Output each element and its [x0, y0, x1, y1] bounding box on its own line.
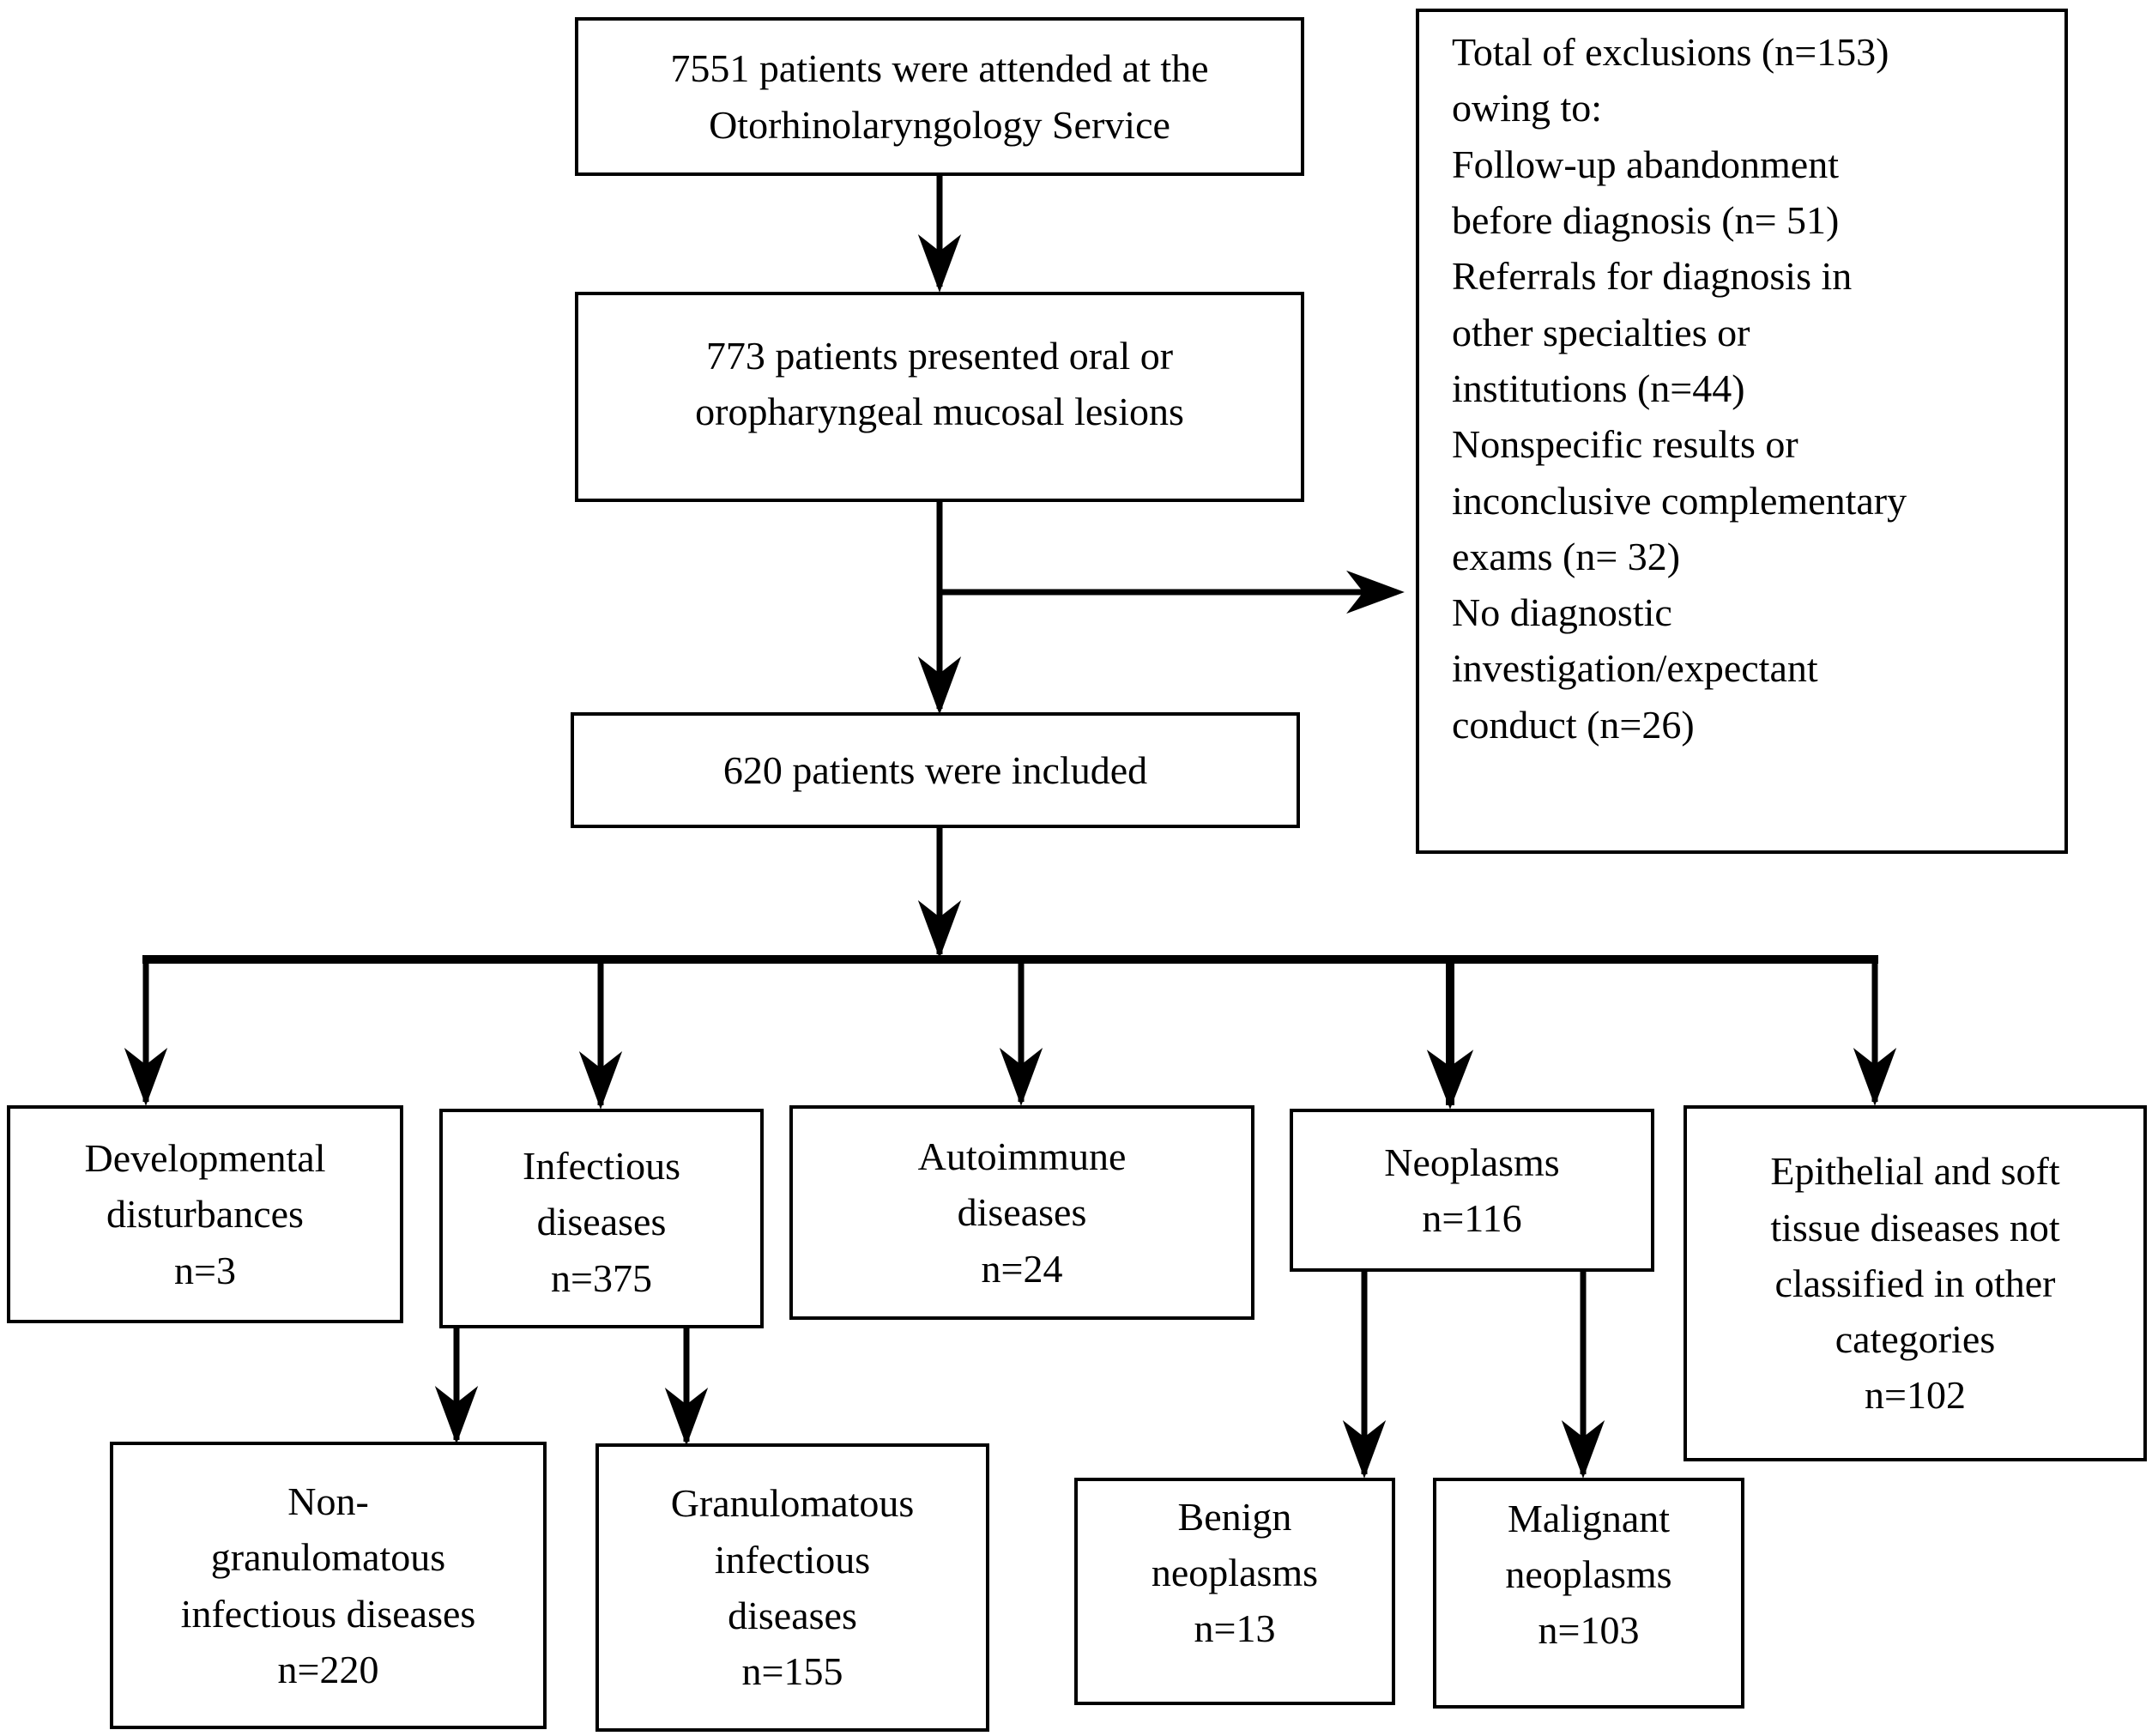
arrow-branch-to-exclusions-head [1346, 570, 1405, 614]
box-included: 620 patients were included [571, 712, 1300, 828]
arrow-to-infectious-head [578, 1051, 623, 1110]
arrow-to-granulomatous-head [664, 1388, 709, 1446]
box-non-granulomatous: Non- granulomatous infectious diseases n… [110, 1442, 547, 1729]
box-attended: 7551 patients were attended at the Otorh… [575, 17, 1304, 176]
arrow-to-non-granulomatous-head [434, 1386, 479, 1444]
arrow-to-malignant-head [1561, 1420, 1605, 1479]
arrow-included-to-distribution-head [917, 900, 962, 959]
box-epithelial: Epithelial and soft tissue diseases not … [1684, 1105, 2147, 1461]
box-developmental: Developmental disturbances n=3 [7, 1105, 403, 1323]
arrow-lesions-to-included-head [917, 656, 962, 715]
arrow-to-epithelial-head [1853, 1048, 1897, 1106]
box-infectious: Infectious diseases n=375 [439, 1109, 764, 1328]
box-lesions: 773 patients presented oral or oropharyn… [575, 292, 1304, 502]
arrow-to-developmental-head [124, 1048, 168, 1106]
box-exclusions: Total of exclusions (n=153) owing to: Fo… [1416, 9, 2068, 854]
box-neoplasms: Neoplasms n=116 [1290, 1109, 1654, 1272]
box-granulomatous: Granulomatous infectious diseases n=155 [595, 1443, 989, 1732]
box-autoimmune: Autoimmune diseases n=24 [789, 1105, 1254, 1320]
box-benign: Benign neoplasms n=13 [1074, 1478, 1395, 1705]
arrow-attended-to-lesions-head [917, 234, 962, 293]
arrow-to-neoplasms-head [1426, 1049, 1474, 1110]
box-malignant: Malignant neoplasms n=103 [1433, 1478, 1744, 1709]
arrow-to-benign-head [1342, 1420, 1387, 1479]
arrow-to-autoimmune-head [999, 1048, 1043, 1106]
